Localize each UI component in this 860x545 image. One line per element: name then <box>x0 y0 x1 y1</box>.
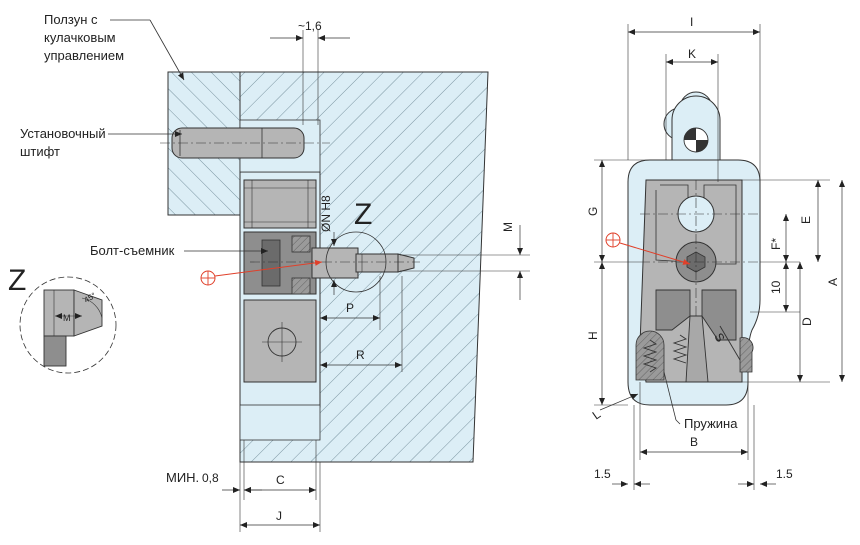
red-pointer-right <box>605 232 691 265</box>
dim-f: F* <box>769 238 783 250</box>
dim-r: R <box>356 348 365 362</box>
dim-i: I <box>690 15 693 29</box>
label-slider-line-2: кулачковым <box>44 30 116 45</box>
label-slider-line-1: Ползун с <box>44 12 98 27</box>
right-front-view <box>594 24 845 490</box>
dim-b: B <box>690 435 698 449</box>
label-z-main: Z <box>354 198 372 231</box>
dim-d: D <box>800 317 814 326</box>
spring <box>635 330 754 381</box>
dim-ten: 10 <box>769 280 783 294</box>
ejector-bolt <box>311 247 415 279</box>
red-pointer-left <box>200 259 323 286</box>
label-slider-line-3: управлением <box>44 48 124 63</box>
dim-g: G <box>586 207 600 216</box>
unit-body <box>243 179 317 383</box>
dim-m: M <box>501 222 515 232</box>
dim-h: H <box>586 331 600 340</box>
left-section-view <box>19 19 530 532</box>
dim-a: A <box>826 278 840 286</box>
detail-z-view <box>19 276 117 374</box>
dim-min-value: 0,8 <box>202 471 219 485</box>
label-pin-line-1: Установочный <box>20 126 106 141</box>
dim-e: E <box>799 216 813 224</box>
dim-detail-m: M <box>63 313 71 323</box>
dim-left-gap: 1.5 <box>594 467 611 481</box>
label-bolt: Болт-съемник <box>90 243 175 258</box>
dim-c: C <box>276 473 285 487</box>
pin-section <box>683 127 709 153</box>
dim-min-prefix: МИН. <box>166 470 199 485</box>
label-pin-line-2: штифт <box>20 144 60 159</box>
dim-k: K <box>688 47 696 61</box>
dim-gap: ~1,6 <box>298 19 322 33</box>
dim-p: P <box>346 301 354 315</box>
label-z-detail: Z <box>8 264 26 297</box>
dim-bore: ØN H8 <box>319 195 333 232</box>
dim-j: J <box>276 509 282 523</box>
label-spring: Пружина <box>684 416 738 431</box>
dim-right-gap: 1.5 <box>776 467 793 481</box>
